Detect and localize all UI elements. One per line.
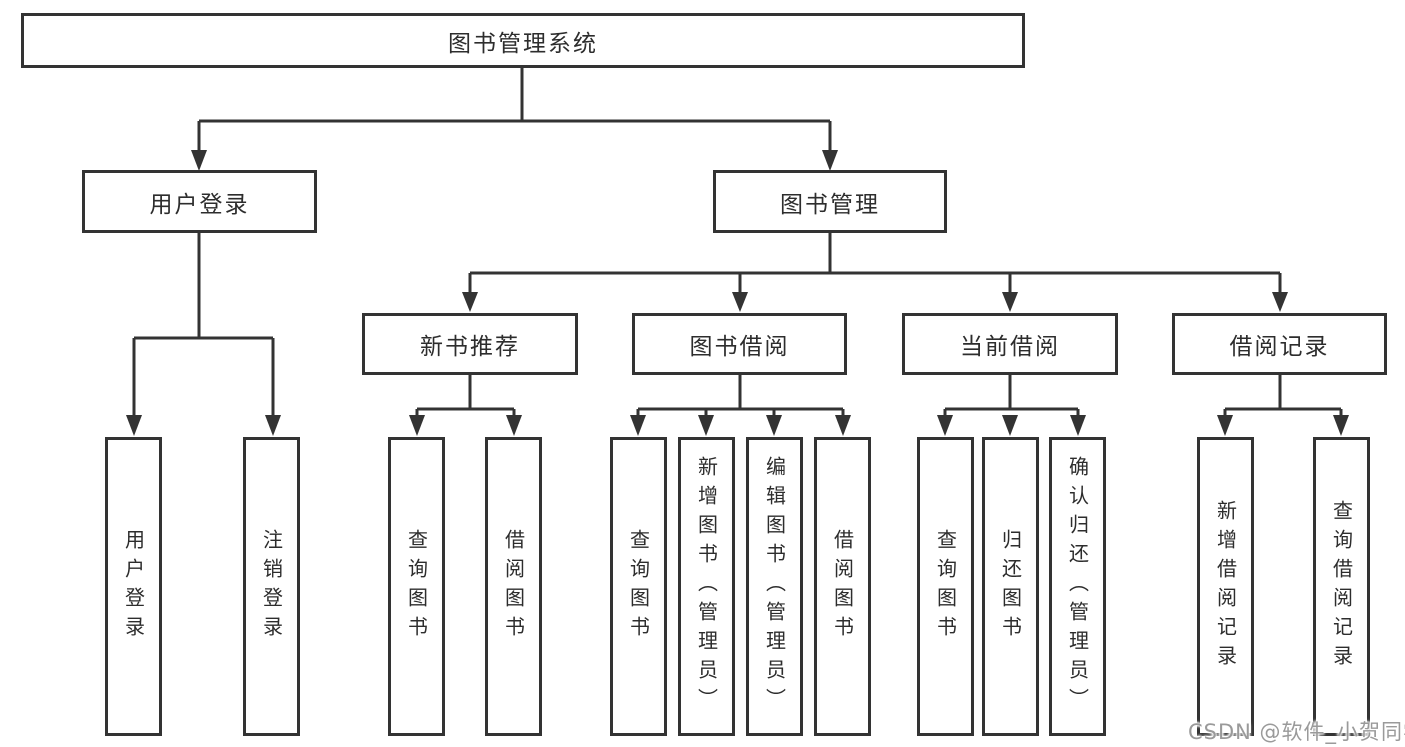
node-book-management: 图书管理 bbox=[713, 170, 947, 233]
leaf-confirm-return-admin-label: 确认归还（管理员） bbox=[1065, 456, 1090, 717]
leaf-user-login: 用户登录 bbox=[105, 437, 162, 736]
node-root-label: 图书管理系统 bbox=[448, 30, 598, 57]
leaf-borrow-book-label: 借阅图书 bbox=[830, 528, 855, 645]
leaf-query-book-recommend: 查询图书 bbox=[388, 437, 445, 736]
node-borrow-record-label: 借阅记录 bbox=[1229, 334, 1330, 360]
node-book-borrow-label: 图书借阅 bbox=[689, 334, 790, 360]
node-new-book-recommend-label: 新书推荐 bbox=[420, 334, 520, 360]
leaf-borrow-book-recommend: 借阅图书 bbox=[485, 437, 542, 736]
node-book-management-label: 图书管理 bbox=[780, 191, 880, 218]
leaf-edit-book-admin: 编辑图书（管理员） bbox=[746, 437, 803, 736]
leaf-add-borrow-record-label: 新增借阅记录 bbox=[1213, 499, 1238, 674]
node-new-book-recommend: 新书推荐 bbox=[362, 313, 578, 375]
leaf-return-book-label: 归还图书 bbox=[998, 528, 1023, 645]
node-user-login-label: 用户登录 bbox=[149, 191, 250, 218]
leaf-return-book: 归还图书 bbox=[982, 437, 1039, 736]
arrowhead-icons bbox=[126, 150, 1349, 436]
node-current-borrow-label: 当前借阅 bbox=[960, 334, 1060, 360]
leaf-logout: 注销登录 bbox=[243, 437, 300, 736]
leaf-confirm-return-admin: 确认归还（管理员） bbox=[1049, 437, 1106, 736]
leaf-add-book-admin: 新增图书（管理员） bbox=[678, 437, 735, 736]
leaf-query-book-current-label: 查询图书 bbox=[933, 528, 958, 645]
node-user-login: 用户登录 bbox=[82, 170, 317, 233]
node-borrow-record: 借阅记录 bbox=[1172, 313, 1387, 375]
leaf-borrow-book-recommend-label: 借阅图书 bbox=[501, 528, 526, 645]
leaf-query-book-current: 查询图书 bbox=[917, 437, 974, 736]
leaf-logout-label: 注销登录 bbox=[259, 528, 284, 645]
leaf-query-borrow-record: 查询借阅记录 bbox=[1313, 437, 1370, 736]
leaf-add-borrow-record: 新增借阅记录 bbox=[1197, 437, 1254, 736]
leaf-query-book-recommend-label: 查询图书 bbox=[404, 528, 429, 645]
leaf-query-book-borrow-label: 查询图书 bbox=[626, 528, 651, 645]
leaf-query-book-borrow: 查询图书 bbox=[610, 437, 667, 736]
leaf-add-book-admin-label: 新增图书（管理员） bbox=[694, 456, 719, 717]
node-current-borrow: 当前借阅 bbox=[902, 313, 1118, 375]
leaf-user-login-label: 用户登录 bbox=[121, 528, 146, 645]
leaf-borrow-book: 借阅图书 bbox=[814, 437, 871, 736]
csdn-watermark: CSDN @软件_小贺同学 bbox=[1188, 720, 1405, 744]
leaf-query-borrow-record-label: 查询借阅记录 bbox=[1329, 499, 1354, 674]
node-root: 图书管理系统 bbox=[21, 13, 1025, 68]
leaf-edit-book-admin-label: 编辑图书（管理员） bbox=[762, 456, 787, 717]
node-book-borrow: 图书借阅 bbox=[632, 313, 847, 375]
